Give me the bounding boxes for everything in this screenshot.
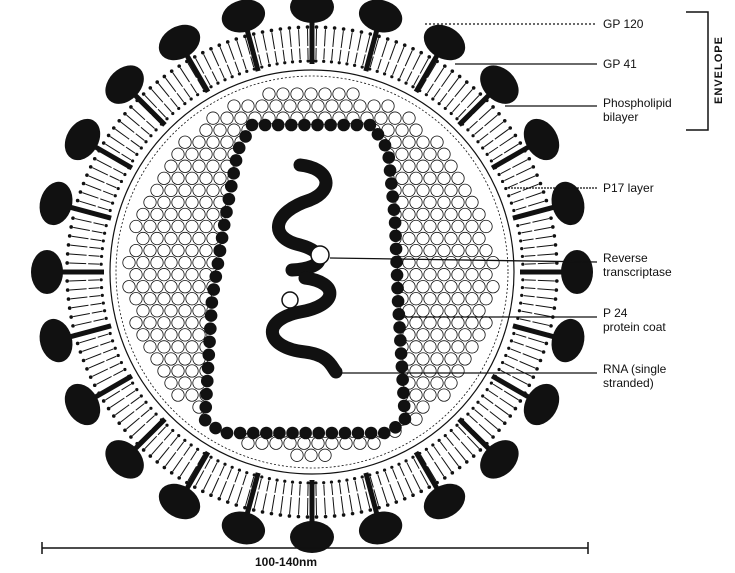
reverse-transcriptase-molecule bbox=[310, 245, 330, 265]
label-rna: RNA (single stranded) bbox=[603, 362, 667, 390]
label-reverse-transcriptase: Reverse transcriptase bbox=[603, 251, 672, 279]
label-gp120: GP 120 bbox=[603, 17, 644, 31]
label-p24-protein-coat: P 24 protein coat bbox=[603, 306, 666, 334]
rna-strands bbox=[265, 158, 343, 379]
label-envelope: ENVELOPE bbox=[713, 36, 725, 104]
gp120-knobs bbox=[31, 0, 593, 553]
reverse-transcriptase-molecule-2 bbox=[281, 291, 299, 309]
leader-reverse-transcriptase bbox=[329, 257, 598, 263]
phospholipid-bilayer bbox=[65, 25, 559, 519]
label-gp41: GP 41 bbox=[603, 57, 637, 71]
label-scale: 100-140nm bbox=[255, 555, 318, 569]
rna-strand-lower bbox=[265, 271, 343, 379]
label-p17-layer: P17 layer bbox=[603, 181, 654, 195]
envelope-bracket bbox=[686, 11, 709, 131]
label-phospholipid-bilayer: Phospholipid bilayer bbox=[603, 96, 672, 124]
leader-lines bbox=[329, 11, 709, 374]
gp41-stems bbox=[62, 22, 562, 522]
scale-bar bbox=[41, 542, 589, 554]
